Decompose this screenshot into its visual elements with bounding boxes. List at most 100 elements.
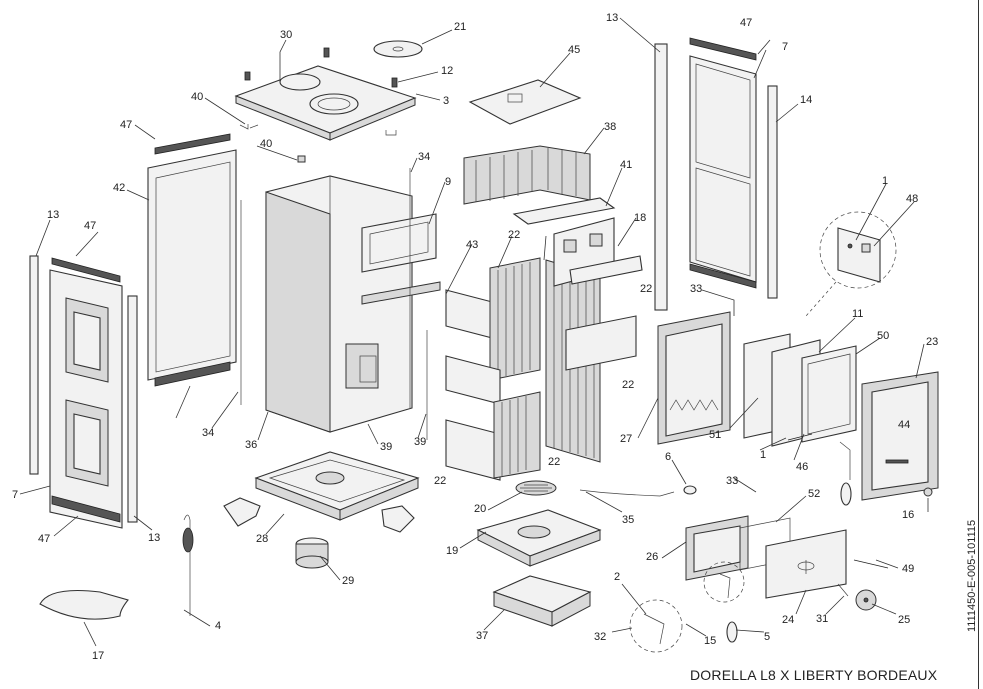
label-24: 24 bbox=[782, 614, 794, 626]
label-15: 15 bbox=[704, 635, 716, 647]
label-14: 14 bbox=[800, 94, 812, 106]
diagram-title: DORELLA L8 X LIBERTY BORDEAUX bbox=[690, 667, 938, 683]
label-44: 44 bbox=[898, 419, 910, 431]
label-47: 47 bbox=[120, 119, 132, 131]
tool bbox=[183, 514, 191, 616]
label-31: 31 bbox=[816, 613, 828, 625]
label-22c: 22 bbox=[622, 379, 634, 391]
label-6: 6 bbox=[665, 451, 671, 463]
glass-inner bbox=[807, 353, 851, 435]
label-46: 46 bbox=[796, 461, 808, 473]
bracket-small bbox=[297, 155, 306, 163]
label-22d: 22 bbox=[548, 456, 560, 468]
left-column bbox=[29, 255, 39, 475]
label-52: 52 bbox=[808, 488, 820, 500]
detail-circle-top bbox=[819, 211, 897, 289]
label-7: 7 bbox=[782, 41, 788, 53]
spring bbox=[853, 559, 889, 569]
label-22b: 22 bbox=[640, 283, 652, 295]
label-40b: 40 bbox=[260, 138, 272, 150]
label-47d: 47 bbox=[38, 533, 50, 545]
label-33: 33 bbox=[690, 283, 702, 295]
label-47c: 47 bbox=[84, 220, 96, 232]
grate-bars bbox=[520, 484, 552, 492]
base-frame bbox=[254, 451, 420, 521]
label-30: 30 bbox=[280, 29, 292, 41]
label-37: 37 bbox=[476, 630, 488, 642]
label-20: 20 bbox=[474, 503, 486, 515]
front-column bbox=[127, 295, 138, 523]
tool-grip bbox=[182, 527, 194, 553]
label-13c: 13 bbox=[148, 532, 160, 544]
knob bbox=[726, 621, 738, 643]
label-39b: 39 bbox=[414, 436, 426, 448]
label-22e: 22 bbox=[434, 475, 446, 487]
label-23: 23 bbox=[926, 336, 938, 348]
label-38: 38 bbox=[604, 121, 616, 133]
label-19: 19 bbox=[446, 545, 458, 557]
plate bbox=[512, 197, 616, 225]
bracket bbox=[239, 124, 259, 130]
ash-door-frame bbox=[685, 515, 749, 581]
label-36: 36 bbox=[245, 439, 257, 451]
top-plate bbox=[234, 47, 417, 141]
label-2: 2 bbox=[614, 571, 620, 583]
label-48: 48 bbox=[906, 193, 918, 205]
heat-shield bbox=[463, 145, 591, 205]
label-35: 35 bbox=[622, 514, 634, 526]
front-door bbox=[861, 371, 939, 501]
label-47b: 47 bbox=[740, 17, 752, 29]
ash-door bbox=[765, 529, 847, 599]
burn-pot bbox=[476, 509, 602, 567]
drawing-code: 1111450-E-005-101115 bbox=[966, 519, 978, 632]
label-5: 5 bbox=[764, 631, 770, 643]
detail-leader bbox=[805, 281, 837, 317]
label-29: 29 bbox=[342, 575, 354, 587]
detail-circle bbox=[703, 561, 745, 603]
label-41: 41 bbox=[620, 159, 632, 171]
label-12: 12 bbox=[441, 65, 453, 77]
left-front-panel bbox=[49, 257, 123, 529]
firebox-panels bbox=[445, 217, 643, 481]
label-22a: 22 bbox=[508, 229, 520, 241]
label-3: 3 bbox=[443, 95, 449, 107]
label-33b: 33 bbox=[726, 475, 738, 487]
label-32: 32 bbox=[594, 631, 606, 643]
label-39: 39 bbox=[380, 441, 392, 453]
label-25: 25 bbox=[898, 614, 910, 626]
cleaning-rod bbox=[579, 489, 675, 497]
flue-ring bbox=[373, 40, 423, 58]
label-21: 21 bbox=[454, 21, 466, 33]
label-45: 45 bbox=[568, 44, 580, 56]
label-42: 42 bbox=[113, 182, 125, 194]
cap bbox=[683, 485, 697, 495]
foot bbox=[223, 497, 261, 527]
bracket bbox=[385, 130, 397, 136]
handle bbox=[839, 441, 851, 480]
label-49: 49 bbox=[902, 563, 914, 575]
label-9: 9 bbox=[445, 176, 451, 188]
label-13: 13 bbox=[606, 12, 618, 24]
frame-edge bbox=[978, 0, 979, 689]
stove-body bbox=[265, 175, 441, 433]
pin bbox=[837, 583, 849, 597]
glass-frame bbox=[801, 345, 857, 443]
firebox-door bbox=[657, 311, 731, 445]
label-16: 16 bbox=[902, 509, 914, 521]
label-7b: 7 bbox=[12, 489, 18, 501]
screw bbox=[923, 487, 933, 497]
label-26: 26 bbox=[646, 551, 658, 563]
label-27: 27 bbox=[620, 433, 632, 445]
label-43: 43 bbox=[466, 239, 478, 251]
label-18: 18 bbox=[634, 212, 646, 224]
insulation-top bbox=[468, 79, 582, 125]
insulation-opening bbox=[507, 93, 523, 103]
leader-lines bbox=[19, 17, 929, 647]
label-40: 40 bbox=[191, 91, 203, 103]
label-50: 50 bbox=[877, 330, 889, 342]
label-1: 1 bbox=[882, 175, 888, 187]
label-51: 51 bbox=[709, 429, 721, 441]
latch bbox=[643, 613, 665, 645]
part-labels: 30 21 12 3 40 40 47 42 45 38 41 34 9 36 … bbox=[12, 12, 938, 662]
